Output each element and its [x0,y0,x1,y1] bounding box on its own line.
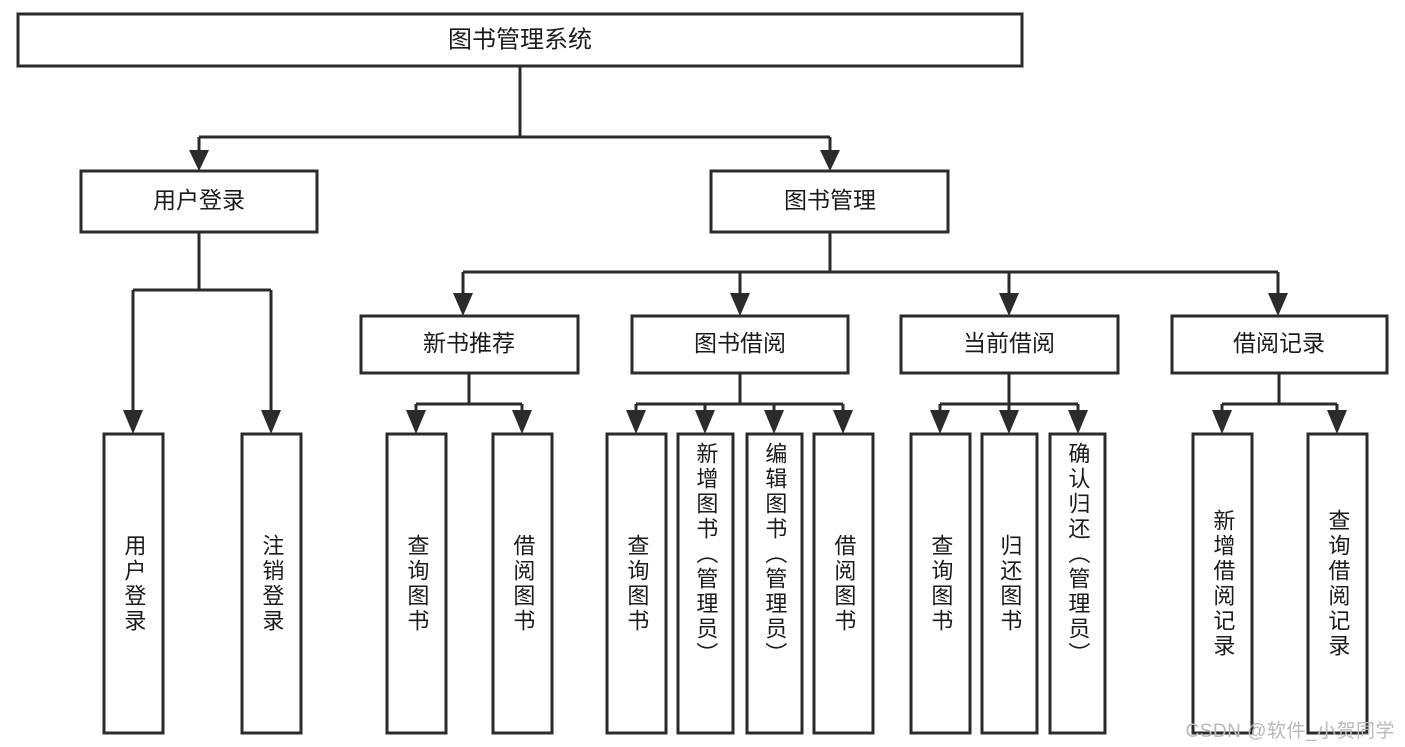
node-book-borrow-label: 图书借阅 [694,330,786,356]
node-current-borrow-box[interactable] [899,314,1120,375]
arrow-head-icon [512,410,532,434]
node-book-borrow-box[interactable] [630,314,850,375]
arrow-head-icon [1068,410,1088,434]
leaf-box-return-book[interactable] [980,432,1039,735]
arrow-head-icon [1212,410,1232,434]
node-book-borrow[interactable]: 图书借阅 [630,314,850,375]
leaf-box-user-login[interactable] [102,432,165,735]
node-book-manage-box[interactable] [709,169,950,234]
arrow-head-icon [1327,410,1347,434]
arrow-head-icon [820,150,840,171]
arrow-head-icon [695,410,715,434]
leaf-box-add-record[interactable] [1191,432,1254,735]
node-borrow-record[interactable]: 借阅记录 [1170,314,1389,375]
leaf-box-query-record[interactable] [1306,432,1369,735]
node-borrow-record-label: 借阅记录 [1233,330,1325,356]
connector-group-current-borrow [930,373,1088,434]
connector-group-user-login [123,232,281,434]
node-borrow-record-box[interactable] [1170,314,1389,375]
node-new-book-rec-box[interactable] [359,314,580,375]
arrow-head-icon [1268,293,1288,316]
node-new-book-rec[interactable]: 新书推荐 [359,314,580,375]
node-book-manage[interactable]: 图书管理 [709,169,950,234]
leaf-box-query-book-2[interactable] [605,432,668,735]
arrow-head-icon [999,293,1019,316]
node-root-box[interactable] [16,12,1024,68]
arrow-head-icon [833,410,853,434]
arrow-head-icon [930,410,950,434]
connector-group-book-borrow [626,373,853,434]
connector-group-root [189,66,840,171]
node-root[interactable]: 图书管理系统 [16,12,1024,68]
arrow-head-icon [123,410,143,434]
arrow-head-icon [764,410,784,434]
arrow-head-icon [406,410,426,434]
node-root-label: 图书管理系统 [448,26,592,53]
leaf-box-logout[interactable] [240,432,303,735]
arrow-head-icon [453,293,473,316]
node-user-login-box[interactable] [79,169,319,234]
node-current-borrow[interactable]: 当前借阅 [899,314,1120,375]
leaf-box-query-book-1[interactable] [385,432,448,735]
leaf-box-query-book-3[interactable] [909,432,972,735]
leaf-box-edit-book[interactable] [745,432,804,735]
leaf-box-borrow-book-2[interactable] [812,432,875,735]
leaf-box-confirm-return[interactable] [1048,432,1107,735]
arrow-head-icon [189,150,209,171]
arrow-head-icon [261,410,281,434]
arrow-head-icon [999,410,1019,434]
connector-group-new-book-rec [406,373,532,434]
node-book-manage-label: 图书管理 [784,187,876,213]
connector-group-borrow-record [1212,373,1347,434]
node-new-book-rec-label: 新书推荐 [423,330,515,356]
leaf-box-add-book[interactable] [676,432,735,735]
arrow-head-icon [626,410,646,434]
arrow-head-icon [730,293,750,316]
connector-group-book-manage [453,232,1288,316]
node-user-login[interactable]: 用户登录 [79,169,319,234]
leaf-box-borrow-book-1[interactable] [491,432,554,735]
node-current-borrow-label: 当前借阅 [963,330,1055,356]
node-user-login-label: 用户登录 [153,187,245,213]
